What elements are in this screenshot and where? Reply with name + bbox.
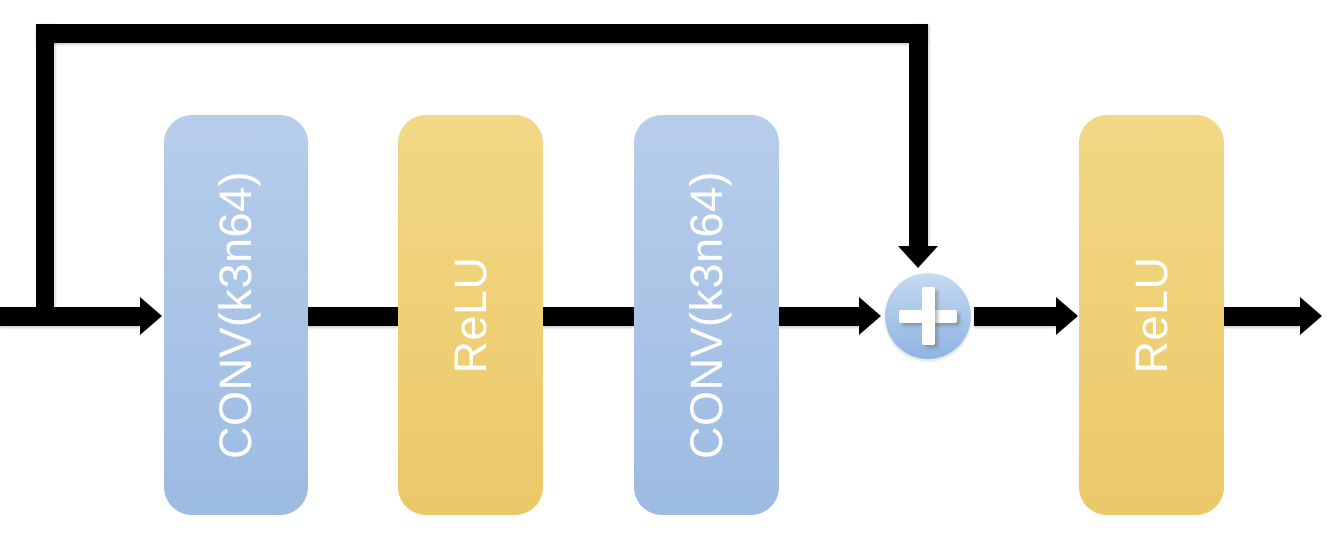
relu1-label: ReLU (444, 256, 496, 374)
plus-icon (922, 287, 935, 345)
conv2-label: CONV(k3n64) (680, 170, 732, 460)
add-node (885, 273, 971, 359)
conv1-label: CONV(k3n64) (210, 170, 261, 460)
relu2-block: ReLU (1079, 115, 1224, 515)
skip-connection-top-segment (36, 24, 928, 43)
edge-relu1-conv2 (543, 307, 634, 326)
arrowhead-right-icon (140, 297, 162, 335)
output-edge (1224, 307, 1300, 326)
edge-conv1-relu1 (308, 307, 398, 326)
arrowhead-right-icon (859, 297, 881, 335)
conv1-block: CONV(k3n64) (164, 115, 308, 515)
edge-add-relu2 (974, 307, 1056, 326)
relu2-label: ReLU (1125, 256, 1177, 374)
relu1-block: ReLU (398, 115, 543, 515)
arrowhead-right-icon (1056, 297, 1078, 335)
skip-connection-left-segment (36, 24, 54, 318)
arrowhead-right-icon (1300, 297, 1322, 335)
arrowhead-down-icon (898, 246, 938, 268)
conv2-block: CONV(k3n64) (634, 115, 779, 515)
skip-connection-drop-segment (909, 24, 928, 246)
edge-conv2-add (779, 307, 859, 326)
input-edge (0, 307, 140, 326)
